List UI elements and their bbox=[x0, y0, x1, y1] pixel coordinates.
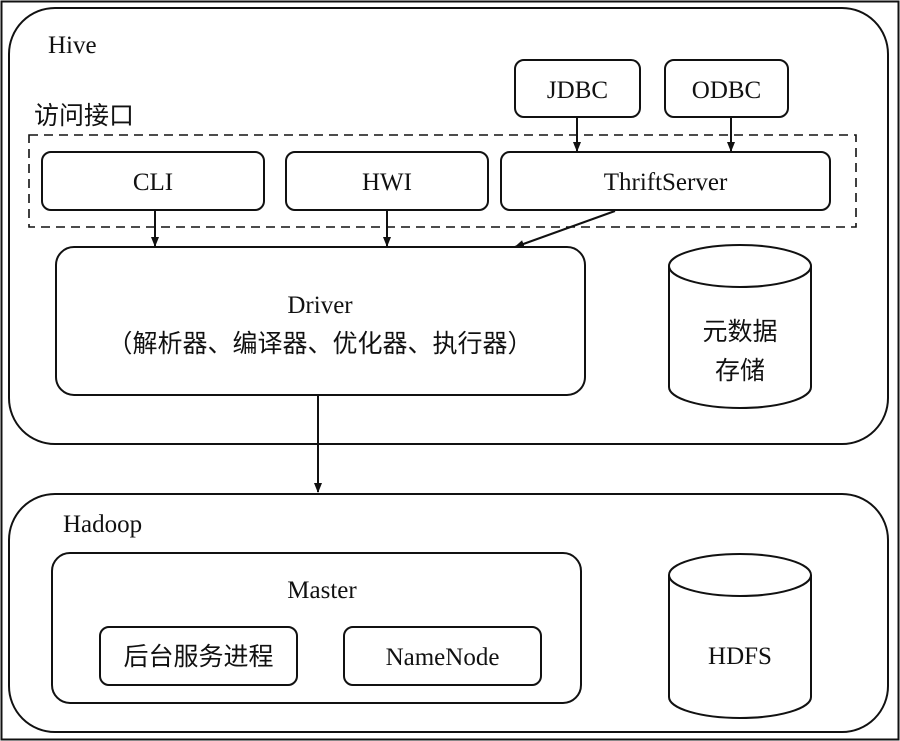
daemon-box bbox=[99, 626, 298, 686]
cli-label: CLI bbox=[133, 169, 173, 196]
metastore-cylinder-top bbox=[668, 244, 812, 288]
access-interface-dashed-box bbox=[28, 134, 857, 228]
metastore-cylinder: 元数据 存储 bbox=[668, 244, 812, 409]
odbc-label: ODBC bbox=[692, 77, 761, 104]
thriftserver-box bbox=[500, 151, 831, 211]
driver-components: （解析器、编译器、优化器、执行器） bbox=[107, 330, 532, 358]
driver-node: Driver （解析器、编译器、优化器、执行器） bbox=[55, 246, 586, 396]
hdfs-cylinder-top bbox=[668, 553, 812, 597]
access-interface-group: 访问接口 CLI HWI ThriftServer bbox=[28, 102, 857, 228]
hive-label: Hive bbox=[48, 32, 97, 59]
driver-box bbox=[55, 246, 586, 396]
jdbc-node: JDBC bbox=[514, 59, 641, 118]
hwi-box bbox=[285, 151, 489, 211]
hdfs-label: HDFS bbox=[708, 643, 772, 670]
odbc-box bbox=[664, 59, 789, 118]
daemon-label: 后台服务进程 bbox=[123, 643, 273, 671]
access-interface-label: 访问接口 bbox=[34, 102, 134, 130]
thriftserver-label: ThriftServer bbox=[604, 169, 728, 196]
hdfs-cylinder: HDFS bbox=[668, 553, 812, 719]
hwi-label: HWI bbox=[362, 169, 412, 196]
hive-container: Hive bbox=[8, 7, 889, 445]
odbc-node: ODBC bbox=[664, 59, 789, 118]
master-node: Master 后台服务进程 NameNode bbox=[51, 552, 582, 704]
hadoop-label: Hadoop bbox=[63, 511, 142, 538]
cli-box bbox=[41, 151, 265, 211]
master-label: Master bbox=[287, 577, 357, 604]
hive-box bbox=[8, 7, 889, 445]
hadoop-box bbox=[8, 493, 889, 733]
hdfs-cylinder-body bbox=[668, 575, 812, 719]
namenode-label: NameNode bbox=[386, 644, 500, 671]
namenode-box bbox=[343, 626, 542, 686]
arrow-thriftserver-to-driver bbox=[514, 210, 616, 248]
metastore-cylinder-body bbox=[668, 266, 812, 409]
metastore-label-line2: 存储 bbox=[715, 357, 765, 385]
driver-title: Driver bbox=[287, 292, 353, 319]
jdbc-label: JDBC bbox=[547, 77, 608, 104]
hadoop-container: Hadoop bbox=[8, 493, 889, 733]
metastore-label-line1: 元数据 bbox=[702, 318, 777, 346]
